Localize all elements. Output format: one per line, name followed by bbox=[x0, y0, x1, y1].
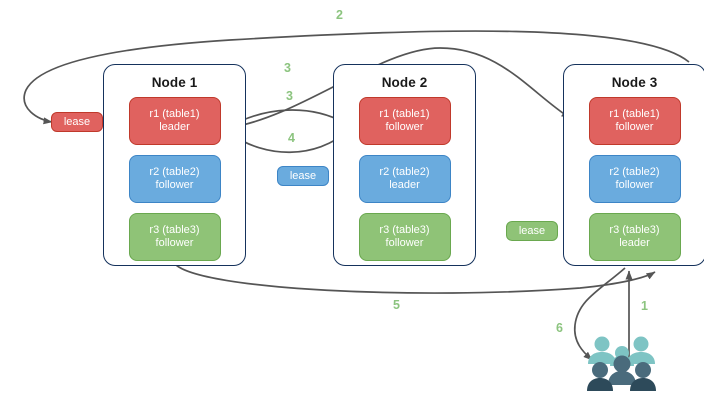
edge-label-4: 4 bbox=[288, 131, 295, 145]
edge-label-3b: 3 bbox=[286, 89, 293, 103]
replica-role: follower bbox=[615, 179, 654, 191]
node-container-node3[interactable]: Node 3 r1 (table1) follower r2 (table2) … bbox=[563, 64, 704, 266]
replica-name: r3 (table3) bbox=[609, 223, 660, 236]
replica-role: follower bbox=[155, 237, 194, 249]
replica-name: r1 (table1) bbox=[379, 107, 430, 120]
edge-label-1: 1 bbox=[641, 299, 648, 313]
replica-role: leader bbox=[389, 179, 420, 191]
replica-name: r2 (table2) bbox=[609, 165, 660, 178]
edge-5-path bbox=[174, 263, 656, 294]
replica-name: r1 (table1) bbox=[609, 107, 660, 120]
replica-n3-r1[interactable]: r1 (table1) follower bbox=[588, 97, 681, 145]
lease-label: lease bbox=[63, 116, 91, 128]
edge-label-2: 2 bbox=[336, 8, 343, 22]
replica-name: r3 (table3) bbox=[149, 223, 200, 236]
edge-label-5: 5 bbox=[393, 298, 400, 312]
replica-role: leader bbox=[619, 237, 650, 249]
replica-name: r1 (table1) bbox=[149, 107, 200, 120]
node-title: Node 2 bbox=[381, 75, 428, 90]
replica-n2-r3[interactable]: r3 (table3) follower bbox=[358, 213, 451, 261]
replica-role: follower bbox=[385, 237, 424, 249]
replica-n1-r3[interactable]: r3 (table3) follower bbox=[128, 213, 221, 261]
replica-role: follower bbox=[155, 179, 194, 191]
replica-n3-r2[interactable]: r2 (table2) follower bbox=[588, 155, 681, 203]
edge-label-6: 6 bbox=[556, 321, 563, 335]
lease-badge-r3[interactable]: lease bbox=[506, 221, 558, 241]
replica-role: follower bbox=[385, 121, 424, 133]
node-title: Node 3 bbox=[611, 75, 658, 90]
lease-label: lease bbox=[289, 170, 317, 182]
replica-n1-r2[interactable]: r2 (table2) follower bbox=[128, 155, 221, 203]
replica-role: follower bbox=[615, 121, 654, 133]
replica-n2-r2[interactable]: r2 (table2) leader bbox=[358, 155, 451, 203]
lease-badge-r2[interactable]: lease bbox=[277, 166, 329, 186]
replica-name: r3 (table3) bbox=[379, 223, 430, 236]
replica-name: r2 (table2) bbox=[379, 165, 430, 178]
replica-name: r2 (table2) bbox=[149, 165, 200, 178]
replica-n2-r1[interactable]: r1 (table1) follower bbox=[358, 97, 451, 145]
node-container-node1[interactable]: Node 1 r1 (table1) leader r2 (table2) fo… bbox=[103, 64, 246, 266]
users-group-icon bbox=[587, 336, 656, 391]
lease-badge-r1[interactable]: lease bbox=[51, 112, 103, 132]
node-title: Node 1 bbox=[151, 75, 198, 90]
lease-label: lease bbox=[518, 225, 546, 237]
replica-n1-r1[interactable]: r1 (table1) leader bbox=[128, 97, 221, 145]
node-container-node2[interactable]: Node 2 r1 (table1) follower r2 (table2) … bbox=[333, 64, 476, 266]
edge-label-3a: 3 bbox=[284, 61, 291, 75]
replica-n3-r3[interactable]: r3 (table3) leader bbox=[588, 213, 681, 261]
replica-role: leader bbox=[159, 121, 190, 133]
